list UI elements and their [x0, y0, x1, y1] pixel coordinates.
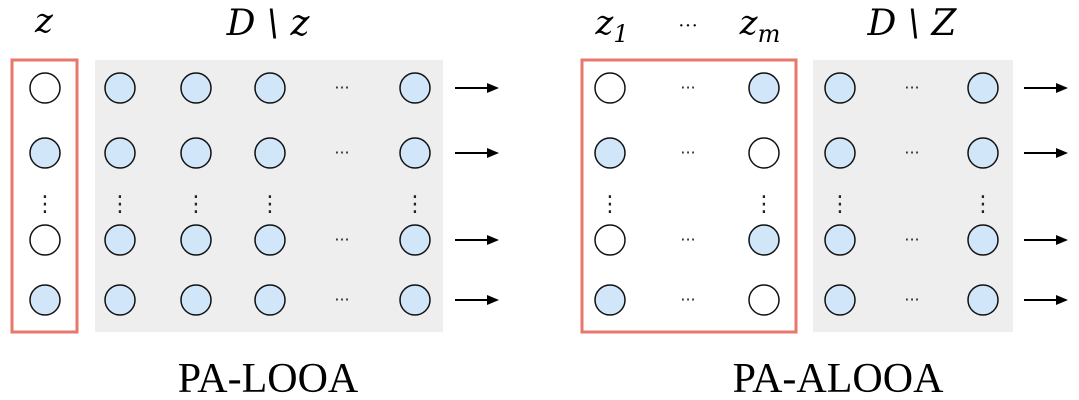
right-mid-hdots-2: ···: [904, 143, 919, 162]
right-arrow-icon: [1024, 83, 1068, 93]
z1-col-vdots: ⋮: [599, 192, 621, 217]
zm-col-node-4: [748, 224, 780, 256]
arrowhead: [1056, 235, 1068, 245]
left-data-col-1-node-2: [104, 137, 136, 169]
left-data-col-3-node-1: [254, 72, 286, 104]
z-set-highlight-box: [580, 58, 798, 334]
z-column-label: z: [34, 1, 54, 41]
left-mid-hdots-5: ···: [334, 290, 349, 309]
left-data-col-3-vdots: ⋮: [259, 192, 281, 217]
z-col-node-4: [29, 224, 61, 256]
left-data-col-2-node-2: [180, 137, 212, 169]
left-data-col-last-node-1: [399, 72, 431, 104]
pa-looa-panel: z D \ z ⋮ ⋮ ⋮ ⋮ ··· ··· ··· ··· ⋮ PA-LOOA: [10, 1, 499, 400]
z-set-mid-hdots-4: ···: [680, 230, 695, 249]
z1-col-node-1: [594, 72, 626, 104]
right-data-col-1-node-4: [824, 224, 856, 256]
left-data-col-last-node-4: [399, 224, 431, 256]
arrowhead: [1056, 83, 1068, 93]
arrowhead: [487, 83, 499, 93]
zm-col-node-2: [748, 137, 780, 169]
left-data-col-last-vdots: ⋮: [404, 192, 426, 217]
right-arrow-icon: [455, 295, 499, 305]
right-data-col-last-node-1: [967, 72, 999, 104]
left-node-grid: ⋮ ⋮ ⋮ ⋮ ··· ··· ··· ··· ⋮: [29, 72, 431, 316]
z-col-node-1: [29, 72, 61, 104]
z1-col-node-2: [594, 137, 626, 169]
z1-col-node-5: [594, 284, 626, 316]
left-mid-hdots-2: ···: [334, 143, 349, 162]
arrowhead: [487, 295, 499, 305]
zm-col-vdots: ⋮: [753, 192, 775, 217]
right-mid-hdots-5: ···: [904, 290, 919, 309]
right-data-col-last-vdots: ⋮: [972, 192, 994, 217]
right-arrows: [1024, 83, 1068, 305]
z1-column-label: z1: [594, 3, 628, 48]
z-set-mid-hdots-5: ···: [680, 290, 695, 309]
left-data-col-2-node-5: [180, 284, 212, 316]
left-mid-hdots-4: ···: [334, 230, 349, 249]
arrowhead: [487, 235, 499, 245]
arrowhead: [487, 148, 499, 158]
z-dots-label: ···: [678, 15, 698, 37]
z-highlight-box: [10, 58, 79, 334]
z-col-vdots: ⋮: [34, 192, 56, 217]
right-node-grid: ⋮ ··· ··· ··· ··· ⋮ ⋮ ··· ··· ··· ··· ⋮: [594, 72, 999, 316]
pa-alooa-title: PA-ALOOA: [733, 356, 944, 400]
left-data-col-last-node-2: [399, 137, 431, 169]
arrowhead: [1056, 148, 1068, 158]
left-data-col-1-node-1: [104, 72, 136, 104]
right-data-col-last-node-4: [967, 224, 999, 256]
left-data-col-last-node-5: [399, 284, 431, 316]
zm-col-node-5: [748, 284, 780, 316]
zm-col-node-1: [748, 72, 780, 104]
zm-column-label: zm: [739, 3, 781, 48]
d-minus-big-z-label: D \ Z: [867, 3, 958, 44]
pa-alooa-panel: z1 ··· zm D \ Z ⋮ ··· ··· ··· ··· ⋮ ⋮ ··· ··· ···…: [580, 3, 1068, 400]
right-mid-hdots-4: ···: [904, 230, 919, 249]
d-minus-z-label: D \ z: [226, 3, 311, 44]
right-arrow-icon: [455, 83, 499, 93]
right-arrow-icon: [1024, 148, 1068, 158]
right-data-col-1-node-1: [824, 72, 856, 104]
right-data-col-1-vdots: ⋮: [829, 192, 851, 217]
left-data-col-3-node-2: [254, 137, 286, 169]
right-data-col-1-node-2: [824, 137, 856, 169]
pa-looa-title: PA-LOOA: [178, 356, 359, 400]
z-set-mid-hdots-1: ···: [680, 78, 695, 97]
left-data-col-2-node-4: [180, 224, 212, 256]
left-data-col-2-vdots: ⋮: [185, 192, 207, 217]
left-data-col-3-node-4: [254, 224, 286, 256]
arrowhead: [1056, 295, 1068, 305]
left-arrows: [455, 83, 499, 305]
right-data-col-last-node-5: [967, 284, 999, 316]
left-data-col-2-node-1: [180, 72, 212, 104]
z1-col-node-4: [594, 224, 626, 256]
left-mid-hdots-1: ···: [334, 78, 349, 97]
right-arrow-icon: [1024, 235, 1068, 245]
right-arrow-icon: [455, 148, 499, 158]
right-mid-hdots-1: ···: [904, 78, 919, 97]
right-data-col-last-node-2: [967, 137, 999, 169]
right-arrow-icon: [1024, 295, 1068, 305]
z-col-node-5: [29, 284, 61, 316]
left-data-col-1-node-5: [104, 284, 136, 316]
left-data-col-1-node-4: [104, 224, 136, 256]
right-arrow-icon: [455, 235, 499, 245]
left-data-col-1-vdots: ⋮: [109, 192, 131, 217]
z-col-node-2: [29, 137, 61, 169]
left-data-col-3-node-5: [254, 284, 286, 316]
z-set-mid-hdots-2: ···: [680, 143, 695, 162]
right-data-col-1-node-5: [824, 284, 856, 316]
